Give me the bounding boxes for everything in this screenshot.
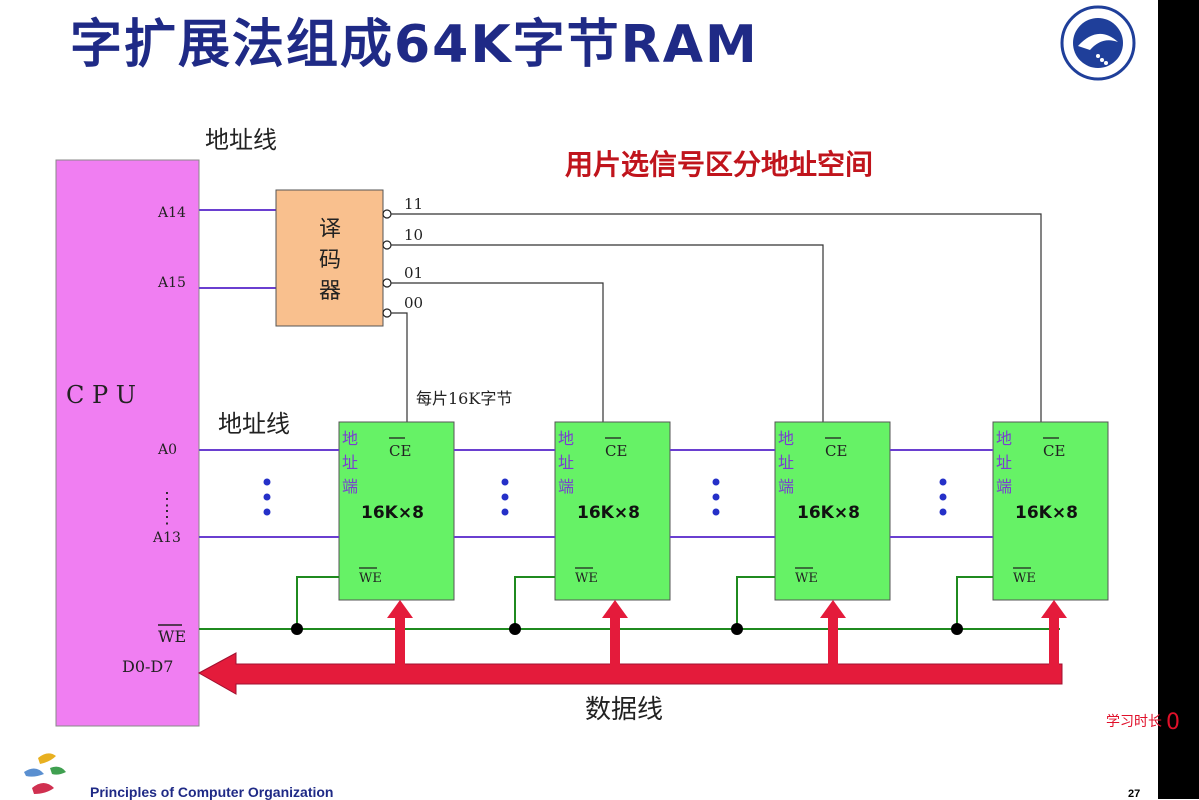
junction-dot xyxy=(291,623,303,635)
pin-we: WE xyxy=(158,627,186,646)
chip-addr-label: 址 xyxy=(342,453,358,472)
ellipsis-dot xyxy=(939,478,947,486)
we-branch-line xyxy=(296,576,339,629)
chip-we-label: WE xyxy=(1013,571,1036,586)
annotation: 用片选信号区分地址空间 xyxy=(565,148,873,181)
decoder-char-2: 码 xyxy=(319,248,341,273)
chip-addr-label: 端 xyxy=(778,477,794,496)
page-number: 27 xyxy=(1128,788,1141,800)
data-bus-label: 数据线 xyxy=(585,695,663,725)
vertical-dots: ⋮ xyxy=(158,507,176,528)
address-line-label-2: 地址线 xyxy=(218,410,290,438)
pin-a15: A15 xyxy=(157,275,186,291)
ellipsis-dot xyxy=(263,508,271,516)
ellipsis-dot xyxy=(712,478,720,486)
page-title: 字扩展法组成64K字节RAM xyxy=(70,15,759,75)
pin-a13: A13 xyxy=(152,530,181,546)
chip-addr-label: 端 xyxy=(558,477,574,496)
we-branch-line xyxy=(736,576,775,629)
chip-ce-label: CE xyxy=(389,442,411,460)
chip-note: 每片16K字节 xyxy=(416,389,512,408)
university-logo xyxy=(1060,5,1136,81)
chip-addr-label: 端 xyxy=(342,477,358,496)
chip-capacity: 16K×8 xyxy=(577,503,640,523)
cpu-label: C P U xyxy=(66,381,136,409)
ellipsis-dot xyxy=(501,508,509,516)
data-bus-branch-arrow xyxy=(820,600,846,618)
vertical-dots: ⋮ xyxy=(158,489,176,510)
ellipsis-dot xyxy=(263,493,271,501)
decoder-output-bubble xyxy=(382,278,392,288)
chip-we-label: WE xyxy=(359,571,382,586)
chip-we-label: WE xyxy=(795,571,818,586)
decoder-output-bubble xyxy=(382,240,392,250)
decoder-output-label: 10 xyxy=(404,226,423,244)
data-bus-branch xyxy=(828,616,838,666)
chip-addr-label: 地 xyxy=(996,429,1012,448)
select-line xyxy=(391,312,408,422)
data-bus-branch xyxy=(1049,616,1059,666)
ellipsis-dot xyxy=(939,508,947,516)
decoder-char-3: 器 xyxy=(319,279,341,304)
chip-ce-label: CE xyxy=(825,442,847,460)
data-bus-branch-arrow xyxy=(1041,600,1067,618)
chip-ce-label: CE xyxy=(1043,442,1065,460)
data-bus-branch xyxy=(395,616,405,666)
decoder-output-label: 00 xyxy=(404,294,423,312)
ellipsis-dot xyxy=(501,493,509,501)
decoder-output-bubble xyxy=(382,308,392,318)
data-bus-arrow xyxy=(197,652,1063,695)
footer-text: Principles of Computer Organization xyxy=(90,784,334,800)
chip-addr-label: 端 xyxy=(996,477,1012,496)
chip-addr-label: 址 xyxy=(778,453,794,472)
chip-we-label: WE xyxy=(575,571,598,586)
chip-capacity: 16K×8 xyxy=(797,503,860,523)
chip-capacity: 16K×8 xyxy=(361,503,424,523)
junction-dot xyxy=(509,623,521,635)
chip-ce-label: CE xyxy=(605,442,627,460)
ellipsis-dot xyxy=(501,478,509,486)
data-bus-branch-arrow xyxy=(602,600,628,618)
address-line-label: 地址线 xyxy=(205,126,277,154)
slide-edge-bar xyxy=(1158,0,1199,799)
decoder-output-bubble xyxy=(382,209,392,219)
chip-addr-label: 地 xyxy=(778,429,794,448)
decoder-block xyxy=(275,189,384,327)
select-line xyxy=(391,244,824,422)
memory-chip-3 xyxy=(774,421,891,601)
pin-a14: A14 xyxy=(157,205,186,221)
decoder-char-1: 译 xyxy=(319,217,341,242)
memory-chip-2 xyxy=(554,421,671,601)
pin-a0: A0 xyxy=(157,442,177,458)
cpu-block xyxy=(55,159,200,727)
memory-chip-4 xyxy=(992,421,1109,601)
footer-logo xyxy=(24,753,66,794)
chip-addr-label: 址 xyxy=(558,453,574,472)
memory-chip-1 xyxy=(338,421,455,601)
decoder-output-label: 01 xyxy=(404,264,423,282)
select-line xyxy=(391,213,1042,422)
junction-dot xyxy=(951,623,963,635)
chip-capacity: 16K×8 xyxy=(1015,503,1078,523)
chip-addr-label: 地 xyxy=(342,429,358,448)
study-note-text: 学习时长 xyxy=(1106,714,1162,730)
we-branch-line xyxy=(514,576,555,629)
ellipsis-dot xyxy=(263,478,271,486)
chip-addr-label: 址 xyxy=(996,453,1012,472)
pin-data: D0-D7 xyxy=(122,657,173,676)
data-bus-branch-arrow xyxy=(387,600,413,618)
select-line xyxy=(391,282,604,422)
study-note-value: 0 xyxy=(1166,710,1180,735)
data-bus-branch xyxy=(610,616,620,666)
ellipsis-dot xyxy=(712,508,720,516)
ellipsis-dot xyxy=(712,493,720,501)
junction-dot xyxy=(731,623,743,635)
ellipsis-dot xyxy=(939,493,947,501)
decoder-output-label: 11 xyxy=(404,195,423,213)
we-branch-line xyxy=(956,576,993,629)
chip-addr-label: 地 xyxy=(558,429,574,448)
